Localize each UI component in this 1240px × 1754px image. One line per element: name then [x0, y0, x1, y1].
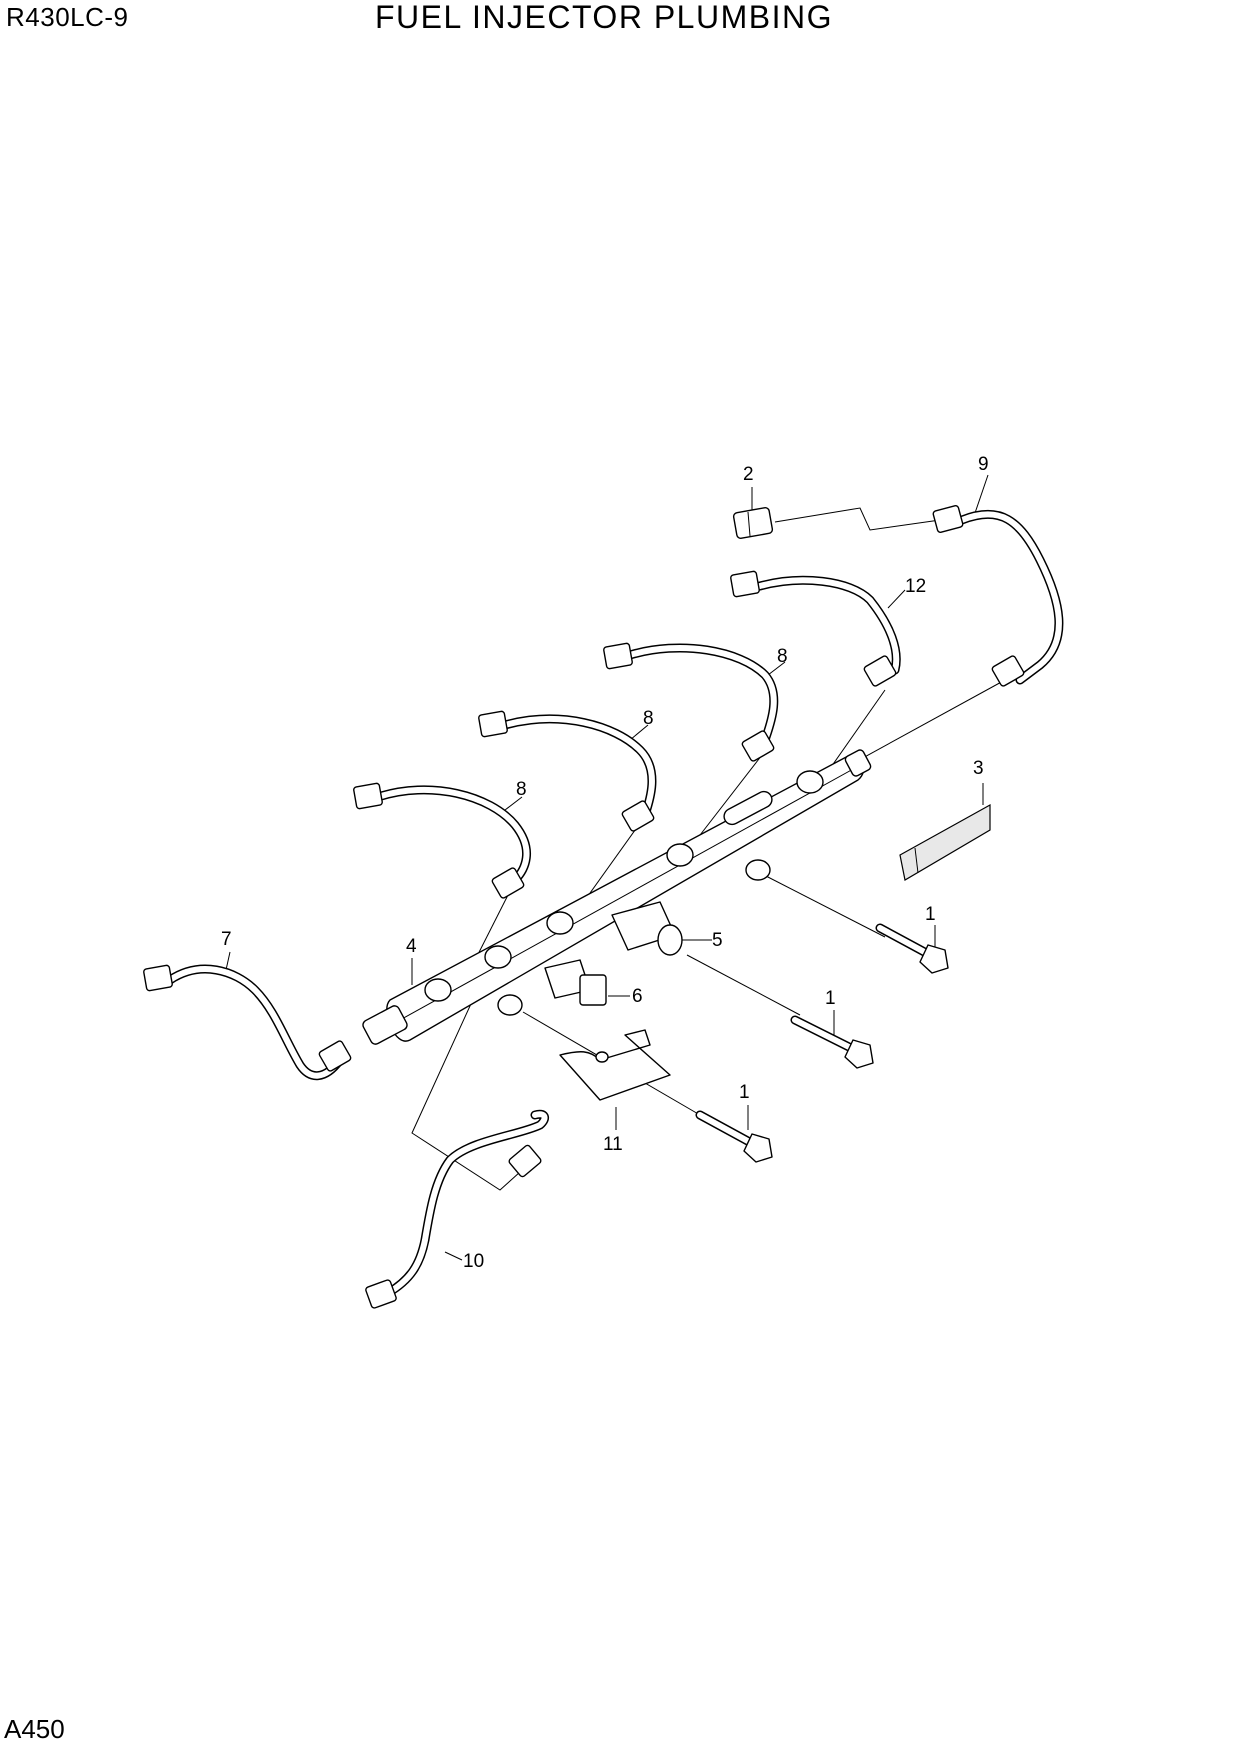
callout-labels: 2 9 12 8 8 8 3 1 5 4 7 6 1 1 11 10	[221, 454, 989, 1272]
callout-12: 12	[905, 576, 926, 597]
callout-4: 4	[406, 936, 417, 957]
bolts-part-1	[695, 923, 949, 1163]
pipe-nuts	[143, 504, 1025, 1309]
callout-8-low: 8	[516, 779, 527, 800]
callout-2: 2	[743, 464, 754, 485]
pipe-8-mid	[500, 714, 657, 820]
common-rail-part-4	[362, 749, 872, 1045]
callout-11: 11	[603, 1134, 623, 1155]
callout-9: 9	[978, 454, 989, 475]
pipe-7	[165, 964, 345, 1081]
pipe-8-top	[625, 643, 779, 745]
callout-1-middle: 1	[825, 988, 836, 1009]
plug-part-2	[732, 507, 774, 539]
bracket-part-11	[559, 1029, 671, 1101]
callout-7: 7	[221, 929, 232, 950]
callout-8-mid: 8	[643, 708, 654, 729]
page-title: FUEL INJECTOR PLUMBING	[375, 0, 833, 35]
callout-1-right: 1	[925, 904, 936, 925]
callout-6: 6	[632, 986, 643, 1007]
pipe-10	[383, 1109, 549, 1298]
callout-1-lower: 1	[739, 1082, 750, 1103]
model-number: R430LC-9	[6, 2, 129, 32]
page-id: A450	[4, 1714, 65, 1744]
valve-part-5	[611, 901, 683, 956]
callout-10: 10	[463, 1251, 484, 1272]
sensor-part-6	[544, 959, 607, 1006]
label-part-3	[899, 803, 991, 881]
callout-5: 5	[712, 930, 723, 951]
callout-8-top: 8	[777, 646, 788, 667]
callout-3: 3	[973, 758, 984, 779]
pipe-9	[957, 509, 1064, 685]
pipe-12	[755, 575, 901, 675]
pipe-8-low	[373, 785, 532, 885]
